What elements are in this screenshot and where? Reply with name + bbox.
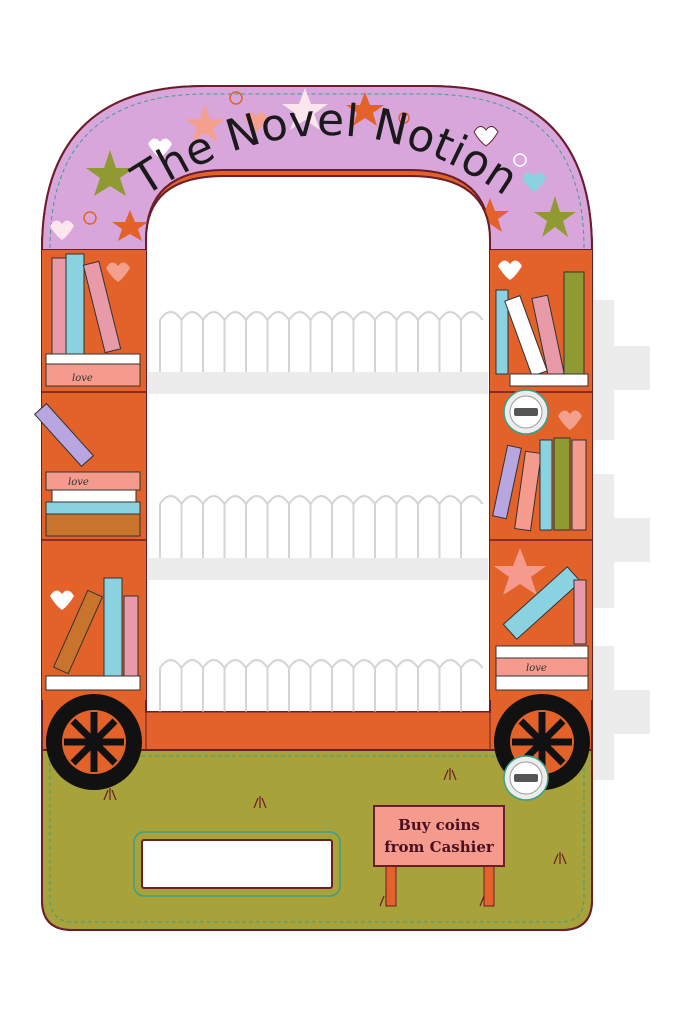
coin-slot-lower[interactable]: [503, 755, 549, 801]
book-flat: [45, 513, 141, 537]
right-books-bottom: love: [494, 548, 589, 691]
grass-icon: [443, 768, 457, 781]
book-spine: [563, 271, 585, 377]
marquee-arch: [40, 85, 594, 251]
heart-icon: [522, 172, 546, 192]
left-books-top: love: [45, 253, 141, 387]
shelf-1: [148, 372, 488, 394]
sign-line-2: from Cashier: [384, 838, 495, 856]
book-flat: [45, 675, 141, 691]
book-spine: [51, 257, 67, 355]
star-icon: [185, 105, 225, 142]
spiral-coil-row-2: [159, 495, 484, 558]
sign-post: [385, 865, 397, 907]
book-title: love: [526, 663, 547, 674]
book-flat: [495, 675, 589, 691]
right-books-middle: [492, 410, 587, 532]
grass-icon: [553, 852, 567, 865]
left-books-middle: love: [33, 402, 141, 537]
heart-icon: [50, 590, 74, 610]
star-icon: [282, 88, 328, 130]
swirl-icon: [83, 211, 97, 225]
pickup-slot[interactable]: [141, 839, 333, 889]
grass-icon: [253, 796, 267, 809]
book-spine: [539, 439, 553, 531]
star-icon: [534, 196, 576, 237]
heart-icon: [106, 262, 130, 282]
swirl-icon: [229, 91, 243, 105]
spiral-racks: [159, 311, 484, 712]
heart-icon: [148, 138, 172, 158]
coin-slot-upper[interactable]: [503, 389, 549, 435]
book-spine: [495, 289, 509, 375]
book-flat: [45, 353, 141, 365]
lower-band: [145, 711, 491, 751]
book-spine: [571, 439, 587, 531]
coin-slot-icon: [514, 774, 538, 782]
spiral-coil-row-3: [159, 659, 484, 712]
side-tabs: [592, 300, 650, 780]
heart-icon: [244, 112, 268, 132]
heart-icon: [50, 220, 74, 240]
book-spine: [103, 577, 123, 677]
side-tab-handle-1: [614, 346, 650, 390]
book-spine: [123, 595, 139, 677]
book-spine: [82, 260, 122, 354]
grass-stitch: [49, 755, 585, 923]
book-spine: [52, 589, 104, 675]
book-spine: [502, 566, 582, 640]
star-icon: [494, 548, 546, 595]
right-books-top: [495, 260, 589, 387]
book-flat: [45, 363, 141, 387]
star-icon: [346, 92, 384, 126]
star-icon: [112, 210, 148, 241]
book-spine: [492, 444, 522, 520]
shelf-2: [148, 558, 488, 580]
product-window: [145, 175, 491, 713]
book-flat: [509, 373, 589, 387]
sign-board: [373, 805, 505, 867]
book-title: love: [68, 477, 89, 488]
book-spine: [573, 579, 587, 645]
swirl-icon: [513, 153, 527, 167]
side-tab-3: [592, 646, 614, 780]
heart-icon: [473, 126, 499, 147]
side-tab-handle-2: [614, 518, 650, 562]
book-spine: [514, 450, 542, 532]
coin-slot-icon: [514, 408, 538, 416]
side-tab-1: [592, 300, 614, 440]
heart-icon: [558, 410, 582, 430]
side-tab-2: [592, 474, 614, 608]
spiral-coil-row-1: [159, 311, 484, 372]
book-flat: [51, 489, 137, 503]
swirl-icon: [398, 112, 410, 124]
cashier-sign: Buy coins from Cashier: [373, 805, 505, 907]
book-title: love: [72, 373, 93, 384]
wheel-left: [46, 694, 142, 790]
sign-post: [483, 865, 495, 907]
left-books-bottom: [45, 577, 141, 691]
book-spine: [65, 253, 85, 355]
star-icon: [471, 198, 509, 232]
side-tab-handle-3: [614, 690, 650, 734]
book-flat: [45, 471, 141, 491]
sign-line-1: Buy coins: [398, 816, 480, 834]
book-spine: [553, 437, 571, 531]
star-icon: [86, 150, 134, 196]
book-spine: [33, 402, 95, 468]
heart-icon: [498, 260, 522, 280]
book-flat: [495, 645, 589, 659]
arch-stitch: [49, 93, 585, 249]
book-flat: [45, 501, 141, 515]
grass-icon: [103, 788, 117, 801]
